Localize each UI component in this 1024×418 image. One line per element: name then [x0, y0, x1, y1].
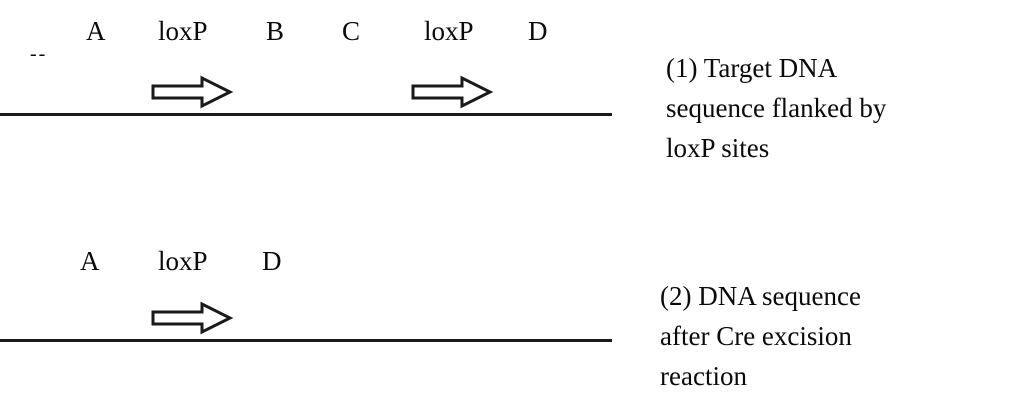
dna-strand-line-2: [0, 339, 612, 342]
diagram1-caption: (1) Target DNA sequence flanked by loxP …: [666, 48, 886, 168]
gene-label-d-after: D: [262, 246, 282, 276]
gene-label-a-after: A: [80, 246, 100, 276]
dna-strand-line-1: [0, 113, 612, 116]
gene-label-d: D: [528, 16, 548, 46]
right-block-arrow-icon: [150, 300, 234, 336]
diagram1-caption-line-3: loxP sites: [666, 133, 770, 163]
gene-label-a: A: [86, 16, 106, 46]
loxp-site-label-1: loxP: [158, 16, 208, 46]
diagram2-caption-line-1: (2) DNA sequence: [660, 281, 861, 311]
gene-label-b: B: [266, 16, 285, 46]
right-block-arrow-icon: [410, 74, 494, 110]
diagram1-caption-line-1: (1) Target DNA: [666, 53, 838, 83]
diagram2-caption: (2) DNA sequence after Cre excision reac…: [660, 276, 861, 396]
loxp-site-label-after: loxP: [158, 246, 208, 276]
right-block-arrow-icon: [150, 74, 234, 110]
diagram2-caption-line-3: reaction: [660, 361, 747, 391]
diagram2-caption-line-2: after Cre excision: [660, 321, 852, 351]
gene-label-c: C: [342, 16, 361, 46]
loxp-site-label-2: loxP: [424, 16, 474, 46]
diagram1-caption-line-2: sequence flanked by: [666, 93, 887, 123]
left-end-tick: --: [30, 43, 48, 65]
